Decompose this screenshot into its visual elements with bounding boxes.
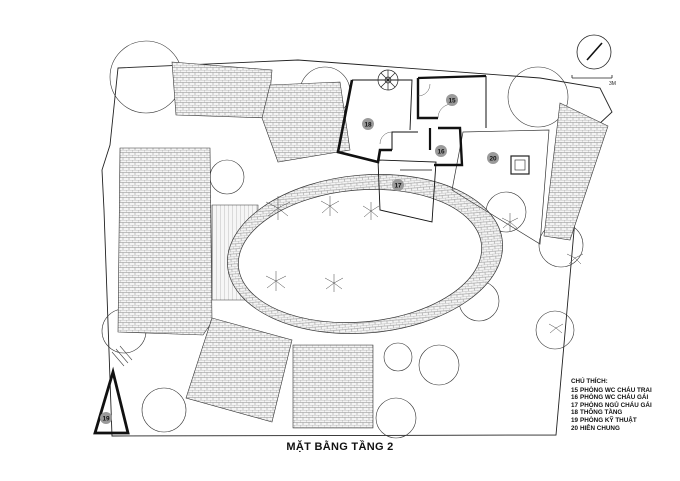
scale-label: 3M: [609, 81, 616, 87]
building-walls: [336, 74, 487, 223]
svg-text:19: 19: [102, 415, 110, 422]
room-marker-19: 19: [100, 412, 112, 424]
room-marker-18: 18: [362, 118, 374, 130]
scale-bar: [571, 75, 613, 79]
north-arrow-icon: [576, 34, 612, 70]
room-marker-16: 16: [435, 145, 447, 157]
terrace-outline: [451, 129, 550, 245]
oval-courtyard: [227, 174, 503, 334]
svg-text:16: 16: [437, 148, 445, 155]
door-swings: [379, 83, 453, 145]
svg-text:15: 15: [448, 97, 456, 104]
drawing-title: MẶT BẰNG TẦNG 2: [286, 441, 394, 453]
legend-title: CHÚ THÍCH:: [571, 378, 608, 385]
site-boundary: [101, 59, 613, 437]
svg-text:20: 20: [489, 155, 497, 162]
svg-text:18: 18: [364, 121, 372, 128]
room-marker-15: 15: [446, 94, 458, 106]
room-marker-20: 20: [487, 152, 499, 164]
spiral-stair-icon: [377, 69, 399, 91]
svg-text:17: 17: [394, 182, 402, 189]
technical-room: [93, 366, 130, 435]
shrubs: [265, 196, 584, 334]
terrace-tub: [510, 155, 530, 175]
room-marker-17: 17: [392, 179, 404, 191]
